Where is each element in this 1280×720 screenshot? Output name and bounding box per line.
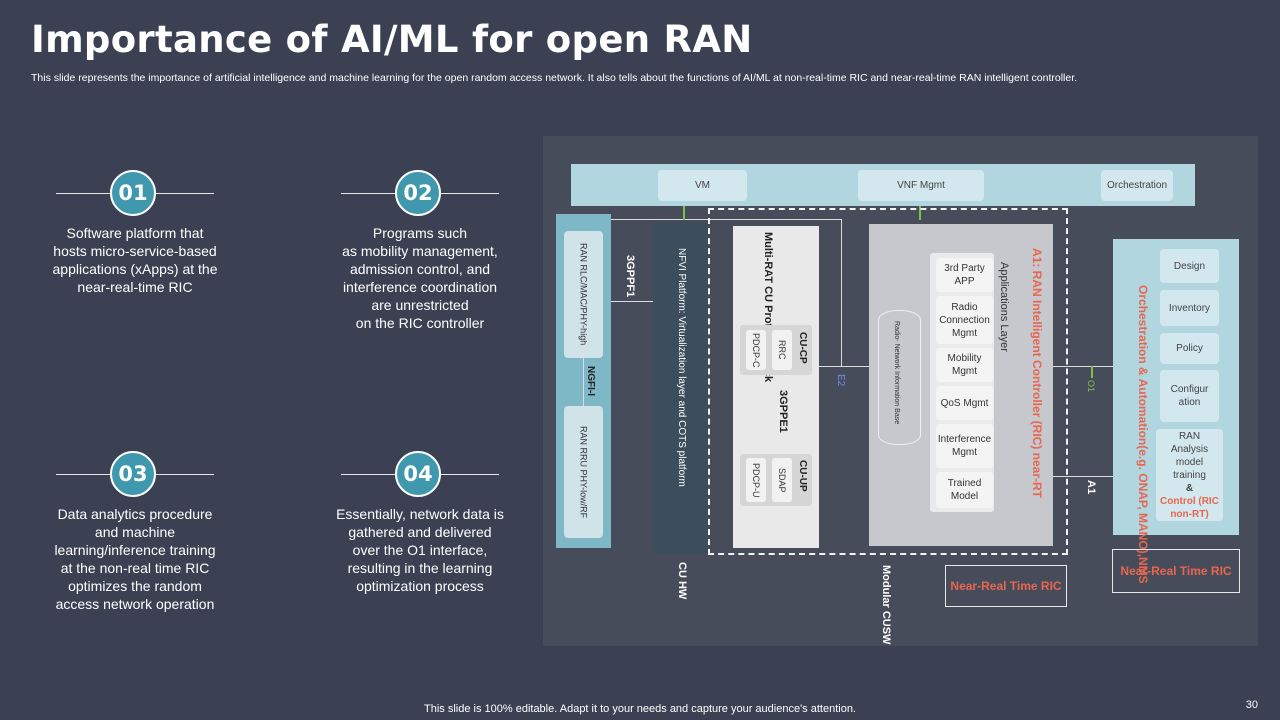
ngfi-line bbox=[583, 358, 584, 406]
connector-line bbox=[819, 366, 869, 367]
orch-policy: Policy bbox=[1160, 333, 1219, 364]
orch-design: Design bbox=[1160, 249, 1219, 283]
pdcp-c-box: PDCP-C bbox=[746, 330, 766, 370]
vm-chip: VM bbox=[658, 170, 747, 201]
amp-label: & bbox=[1185, 482, 1194, 494]
ran-low-label: RAN RRU PHY-low/RF bbox=[578, 425, 589, 519]
3gppe1-label: 3GPPE1 bbox=[777, 390, 789, 433]
connector-line bbox=[1091, 366, 1093, 378]
number-badge: 01 bbox=[110, 170, 156, 216]
connector-line bbox=[611, 301, 653, 302]
app-qos: QoS Mgmt bbox=[936, 386, 993, 420]
cu-up-label: CU-UP bbox=[797, 460, 808, 492]
orch-configuration-label: Configuration bbox=[1170, 384, 1209, 408]
control-label: Control (RIC non-RT) bbox=[1160, 495, 1219, 520]
number-badge: 02 bbox=[395, 170, 441, 216]
ran-analysis-label: RAN Analysis model training bbox=[1170, 430, 1209, 481]
number-badge: 03 bbox=[110, 451, 156, 497]
cu-hw-label: CU HW bbox=[676, 562, 688, 600]
modular-cusw-label: Modular CUSW bbox=[880, 565, 892, 645]
a1-label: A1 bbox=[1085, 480, 1097, 495]
footer-note: This slide is 100% editable. Adapt it to… bbox=[424, 703, 856, 715]
app-radio-connection: Radio Connection Mgmt bbox=[936, 296, 993, 344]
near-rt-ric-label-1: Near-Real Time RIC bbox=[945, 565, 1067, 607]
orch-ran-analysis: RAN Analysis model training & Control (R… bbox=[1156, 429, 1223, 521]
near-rt-ric-label-2: Near-Real Time RIC bbox=[1112, 549, 1240, 593]
near-rt-boundary bbox=[708, 208, 1068, 555]
orchestration-title: Orchestration & Automation(e.g. ONAP, MA… bbox=[1136, 285, 1150, 584]
connector-line bbox=[1053, 366, 1113, 367]
orchestration-chip: Orchestration bbox=[1101, 170, 1173, 201]
number-badge: 04 bbox=[395, 451, 441, 497]
page-title: Importance of AI/ML for open RAN bbox=[31, 18, 753, 61]
cu-cp-label: CU-CP bbox=[797, 332, 808, 364]
page-number: 30 bbox=[1245, 699, 1258, 711]
ran-low-box: RAN RRU PHY-low/RF bbox=[564, 406, 603, 538]
orch-inventory: Inventory bbox=[1160, 290, 1219, 326]
point-text: Software platform that hosts micro-servi… bbox=[52, 225, 218, 295]
page-subtitle: This slide represents the importance of … bbox=[31, 72, 1078, 84]
app-3rd-party: 3rd Party APP bbox=[936, 258, 993, 292]
app-trained-model: Trained Model bbox=[936, 472, 993, 508]
nfvi-label: NFVI Platform: Virtualization layer and … bbox=[676, 248, 687, 487]
vnf-mgmt-chip: VNF Mgmt bbox=[858, 170, 984, 201]
app-interference: Interference Mgmt bbox=[936, 424, 993, 468]
point-text: Essentially, network data is gathered an… bbox=[336, 506, 504, 594]
sdap-box: SDAP bbox=[772, 458, 792, 502]
ngfi-label: NGFI-I bbox=[585, 366, 596, 396]
e2-label: E2 bbox=[835, 374, 846, 387]
ric-title: A1: RAN Intelligent Controller (RIC) nea… bbox=[1030, 248, 1044, 499]
o1-label: O1 bbox=[1086, 380, 1096, 393]
point-text: Programs such as mobility management, ad… bbox=[342, 225, 498, 331]
orch-configuration: Configuration bbox=[1160, 370, 1219, 422]
connector-line bbox=[1053, 476, 1113, 477]
ran-high-box: RAN RLC/MAC/PHY-high bbox=[564, 231, 603, 358]
pdcp-u-box: PDCP-U bbox=[746, 458, 766, 502]
connector-line bbox=[841, 219, 842, 366]
connector-line bbox=[919, 206, 921, 220]
connector-line bbox=[611, 219, 841, 220]
rnib-cylinder: Radio- Network Information Base bbox=[878, 310, 921, 445]
app-mobility: Mobility Mgmt bbox=[936, 348, 993, 382]
app-layer-label: Applications Layer bbox=[998, 262, 1010, 352]
nfvi-platform: NFVI Platform: Virtualization layer and … bbox=[653, 222, 710, 554]
rnib-label: Radio- Network Information Base bbox=[893, 321, 900, 425]
connector-line bbox=[683, 206, 685, 220]
ran-high-label: RAN RLC/MAC/PHY-high bbox=[578, 243, 589, 346]
point-text: Data analytics procedure and machine lea… bbox=[54, 506, 216, 612]
rrc-box: RRC bbox=[772, 330, 792, 370]
3gppf1-label: 3GPPF1 bbox=[624, 255, 636, 298]
